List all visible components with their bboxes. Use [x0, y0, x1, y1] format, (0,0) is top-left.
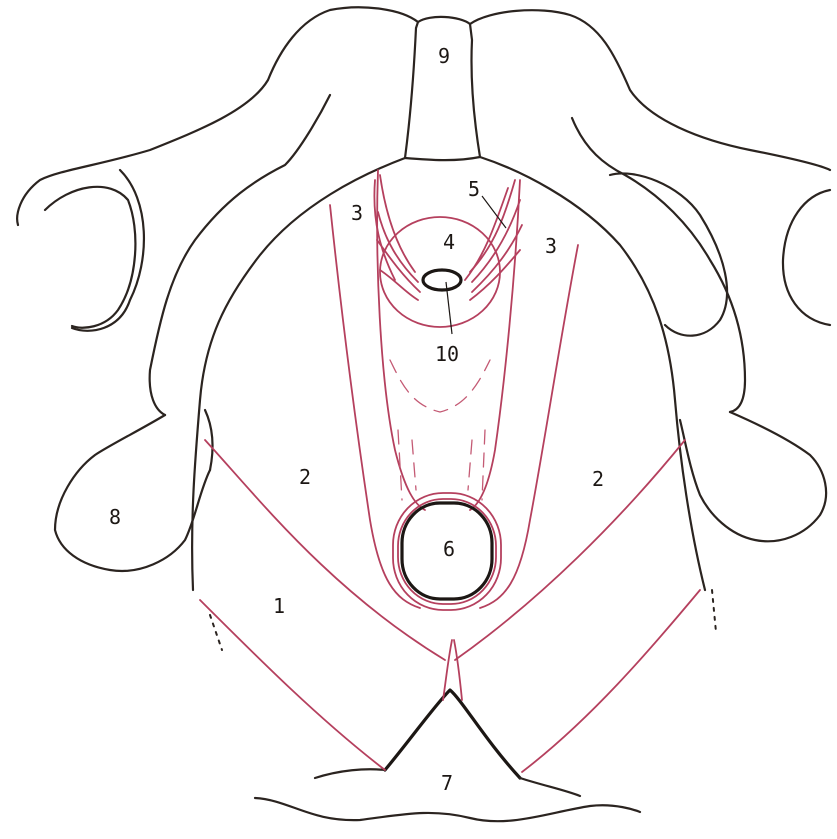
label-9: 9 — [438, 44, 450, 68]
left-dashed-vertical-2 — [412, 440, 416, 490]
coccyx-outline — [385, 690, 520, 778]
left-ramus-inner-outline — [150, 95, 330, 415]
right-ischiopubic-ramus-outline — [480, 157, 705, 590]
dashed-v-contour — [390, 360, 490, 412]
left-obturator-outline — [45, 187, 135, 328]
bony-pelvis — [17, 7, 830, 821]
left-muscle-1-lower-border — [200, 600, 385, 770]
label-8: 8 — [109, 505, 121, 529]
raphe-right-edge — [454, 640, 462, 700]
right-levator-ani-outer-border — [480, 245, 578, 608]
label-5: 5 — [468, 177, 480, 201]
leader-line-5 — [482, 196, 506, 228]
label-7: 7 — [441, 771, 453, 795]
label-2-left: 2 — [299, 465, 311, 489]
left-ischiopubic-ramus-outline — [192, 158, 405, 590]
label-10: 10 — [435, 342, 459, 366]
right-hip-bone-outline — [470, 10, 830, 170]
left-muscle-1-upper-border — [205, 440, 445, 660]
label-6: 6 — [443, 537, 455, 561]
label-4: 4 — [443, 230, 455, 254]
pubic-symphysis-outline — [405, 17, 480, 160]
left-ilium-lower-outline — [72, 170, 144, 331]
right-acetabulum-outline — [783, 190, 830, 325]
left-ischial-tuberosity-outline — [55, 415, 210, 571]
right-muscle-1-lower-border — [522, 590, 700, 772]
label-3-left: 3 — [351, 201, 363, 225]
sacrum-outline-lower — [255, 798, 640, 821]
left-hip-bone-outline — [17, 7, 418, 225]
label-3-right: 3 — [545, 234, 557, 258]
label-2-right: 2 — [592, 467, 604, 491]
right-ramus-inner-outline — [572, 118, 745, 412]
urethral-opening — [423, 270, 461, 290]
right-dotted-continuation — [712, 590, 716, 632]
left-levator-ani-outer-border — [330, 205, 420, 608]
pelvic-floor-muscles — [200, 170, 700, 772]
right-dashed-vertical-2 — [468, 440, 472, 490]
label-1: 1 — [273, 594, 285, 618]
right-ischial-tuberosity-outline — [680, 412, 826, 541]
